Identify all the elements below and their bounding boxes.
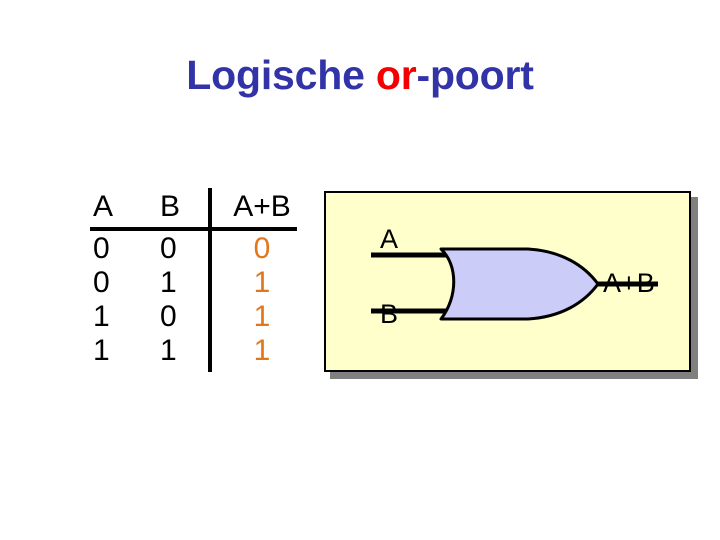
truth-table-cell-a: 1 xyxy=(93,300,110,333)
truth-table-cell-a: 1 xyxy=(93,334,110,367)
truth-table-cell-output: 1 xyxy=(253,300,271,333)
gate-output-label: A+B xyxy=(603,268,655,298)
truth-table-cell-b: 0 xyxy=(160,300,177,333)
truth-table-column-divider xyxy=(208,188,212,372)
gate-input-label-a: A xyxy=(380,224,399,254)
truth-table-header-output: A+B xyxy=(233,190,291,223)
truth-table-header-b: B xyxy=(160,190,181,223)
truth-table-cell-output: 1 xyxy=(253,266,271,299)
truth-table-cell-b: 0 xyxy=(160,232,177,265)
page-title-part-poort: -poort xyxy=(416,52,534,98)
truth-table: A B A+B 0 0 0 0 1 1 1 0 1 1 1 1 xyxy=(88,186,300,376)
truth-table-cell-a: 0 xyxy=(93,232,110,265)
or-gate-icon xyxy=(371,247,658,321)
truth-table-cell-output: 0 xyxy=(253,232,271,265)
truth-table-cell-a: 0 xyxy=(93,266,110,299)
truth-table-cell-b: 1 xyxy=(160,266,177,299)
truth-table-cell-b: 1 xyxy=(160,334,177,367)
truth-table-rules xyxy=(88,186,300,376)
truth-table-header-a: A xyxy=(93,190,114,223)
truth-table-header-rule xyxy=(90,227,297,231)
page-title: Logische or-poort xyxy=(0,52,720,99)
page-title-part-or: or xyxy=(375,52,417,98)
gate-input-label-b: B xyxy=(380,299,399,329)
gate-diagram-panel: A B A+B xyxy=(324,191,691,372)
truth-table-cell-output: 1 xyxy=(253,334,271,367)
page-title-part-logische: Logische xyxy=(186,52,376,98)
